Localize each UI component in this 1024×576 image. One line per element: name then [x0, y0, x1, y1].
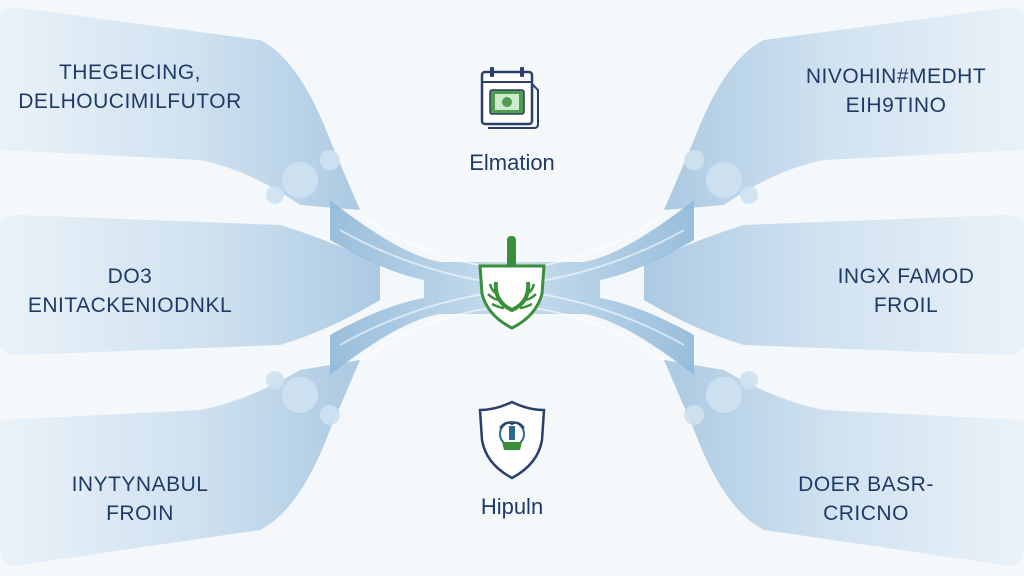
left-label-top-line2: DELHOUCIMILFUTOR: [18, 90, 242, 114]
splash-particles: [266, 150, 758, 425]
left-label-bottom-line2: FROIN: [106, 502, 174, 526]
right-panel-middle: [644, 215, 1024, 355]
left-panel-bottom: [0, 360, 360, 566]
left-label-middle: DO3 ENITACKENIODNKL: [20, 262, 240, 321]
right-label-middle-line2: FROIL: [873, 294, 939, 318]
shield-emblem-icon: [476, 400, 548, 480]
center-top-label: Elmation: [469, 150, 555, 175]
right-panel-bottom: [664, 360, 1024, 566]
right-label-middle: INGX FAMOD FROIL: [816, 262, 996, 321]
right-label-top-line1: NIVOHIN#MEDHT: [805, 65, 987, 88]
calendar-money-icon: [476, 64, 548, 134]
left-label-middle-line2: ENITACKENIODNKL: [27, 294, 233, 318]
left-label-top-line1: THEGEICING,: [58, 61, 201, 84]
left-panel-middle: [0, 215, 380, 355]
right-label-bottom-line1: DOER BASR-: [798, 473, 934, 496]
right-panel-top: [664, 7, 1024, 210]
left-label-top: THEGEICING, DELHOUCIMILFUTOR: [10, 58, 250, 117]
right-label-bottom: DOER BASR- CRICNO: [776, 470, 956, 529]
center-bottom-label: Hipuln: [480, 494, 544, 519]
right-label-top: NIVOHIN#MEDHT EIH9TINO: [786, 62, 1006, 121]
left-label-bottom-line1: INYTYNABUL: [71, 473, 209, 496]
left-label-bottom: INYTYNABUL FROIN: [40, 470, 240, 529]
left-label-middle-line1: DO3: [107, 265, 153, 288]
right-label-bottom-line2: CRICNO: [823, 502, 909, 526]
right-label-top-line2: EIH9TINO: [845, 94, 947, 118]
right-label-middle-line1: INGX FAMOD: [837, 265, 975, 288]
left-panel-top: [0, 7, 360, 210]
shield-laurel-icon: [474, 236, 550, 332]
